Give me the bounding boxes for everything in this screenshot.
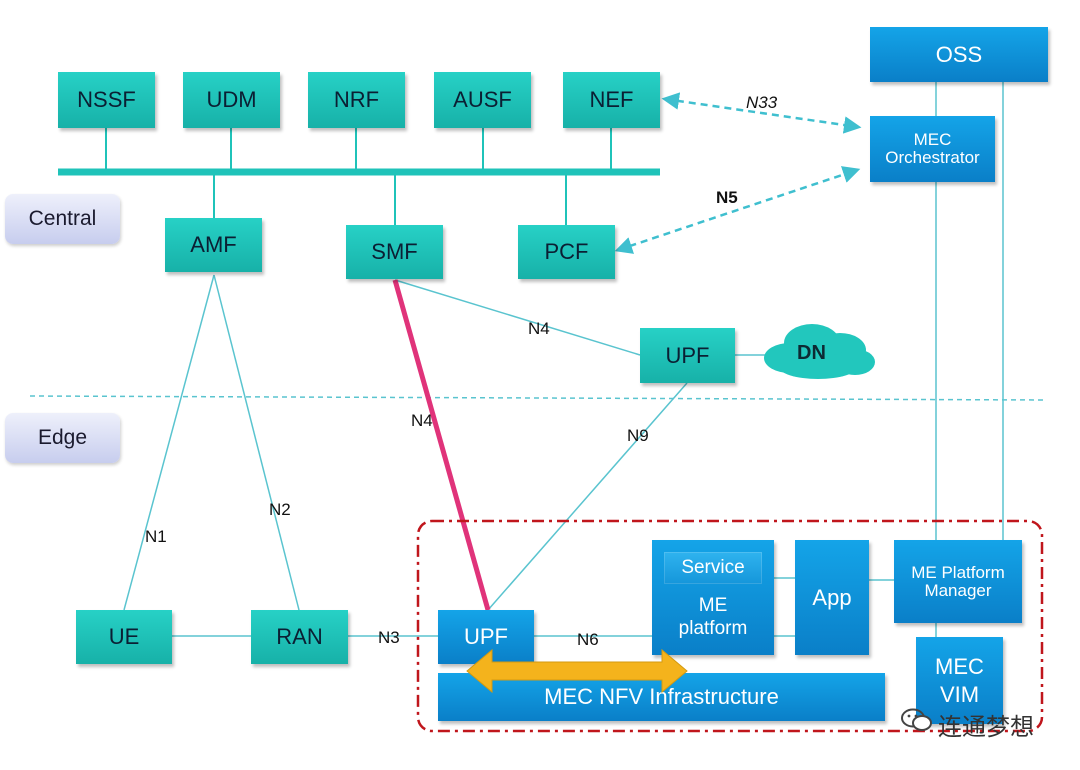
me-platform-box: Service ME platform	[652, 540, 774, 655]
n4-central-link	[394, 279, 641, 356]
me-platform-manager-line1: ME Platform	[911, 562, 1005, 582]
me-platform-manager-line2: Manager	[924, 580, 992, 600]
app-box: App	[795, 540, 869, 655]
ue-box: UE	[76, 610, 172, 664]
amf-box: AMF	[165, 218, 262, 272]
n1-link	[123, 274, 215, 611]
n3-label: N3	[378, 628, 400, 647]
watermark-text: 连通梦想	[938, 713, 1034, 741]
n5-label: N5	[716, 188, 738, 207]
amf-label: AMF	[190, 232, 237, 258]
mec-nfv-infrastructure-label: MEC NFV Infrastructure	[544, 684, 779, 710]
wechat-icon	[900, 707, 934, 733]
me-platform-line2: platform	[678, 617, 748, 639]
me-platform-manager-box: ME Platform Manager	[894, 540, 1022, 623]
app-label: App	[812, 584, 852, 610]
pcf-label: PCF	[544, 239, 589, 265]
nef-box: NEF	[563, 72, 660, 128]
oss-label: OSS	[935, 41, 983, 67]
smf-label: SMF	[371, 239, 418, 265]
nrf-label: NRF	[333, 87, 380, 113]
central-zone-label: Central	[5, 194, 120, 244]
smf-box: SMF	[346, 225, 443, 279]
orange-double-arrow	[466, 648, 688, 694]
dn-cloud	[764, 324, 875, 379]
n9-label: N9	[627, 426, 649, 445]
mec-vim-line2: VIM	[939, 681, 980, 707]
n5-arrow	[614, 166, 861, 254]
edge-zone-text: Edge	[37, 426, 88, 449]
ran-box: RAN	[251, 610, 348, 664]
mec-orchestrator-box: MEC Orchestrator	[870, 116, 995, 182]
n6-label: N6	[577, 630, 599, 649]
n2-link	[213, 274, 300, 611]
udm-box: UDM	[183, 72, 280, 128]
n4-edge-label: N4	[411, 411, 433, 430]
pcf-box: PCF	[518, 225, 615, 279]
mec-boundary	[416, 519, 1044, 733]
mec-vim-box: MEC VIM	[916, 637, 1003, 724]
mec-orchestrator-line2: Orchestrator	[885, 148, 980, 167]
n4-edge-link	[392, 279, 491, 611]
me-platform-line1: ME	[698, 595, 728, 616]
n9-link	[487, 382, 688, 611]
mec-orchestrator-line1: MEC	[913, 130, 952, 150]
nssf-box: NSSF	[58, 72, 155, 128]
n4-central-label: N4	[528, 319, 550, 338]
central-edge-divider	[29, 395, 1046, 401]
ran-label: RAN	[276, 624, 323, 650]
service-box: Service	[664, 552, 762, 584]
n1-label: N1	[145, 527, 167, 546]
nssf-label: NSSF	[77, 87, 136, 113]
dn-label: DN	[797, 342, 826, 364]
nrf-box: NRF	[308, 72, 405, 128]
ausf-box: AUSF	[434, 72, 531, 128]
edge-upf-label: UPF	[464, 624, 508, 650]
central-upf-label: UPF	[665, 342, 710, 368]
edge-zone-label: Edge	[5, 413, 120, 463]
ue-label: UE	[108, 624, 140, 650]
ausf-label: AUSF	[453, 87, 512, 113]
n33-arrow	[661, 92, 862, 134]
mec-vim-line1: MEC	[935, 654, 984, 680]
central-upf-box: UPF	[640, 328, 735, 383]
service-label: Service	[681, 557, 745, 579]
central-zone-text: Central	[28, 207, 97, 230]
nef-label: NEF	[589, 87, 634, 113]
n2-label: N2	[269, 500, 291, 519]
udm-label: UDM	[206, 87, 257, 113]
n33-label: N33	[746, 93, 778, 112]
oss-box: OSS	[870, 27, 1048, 82]
